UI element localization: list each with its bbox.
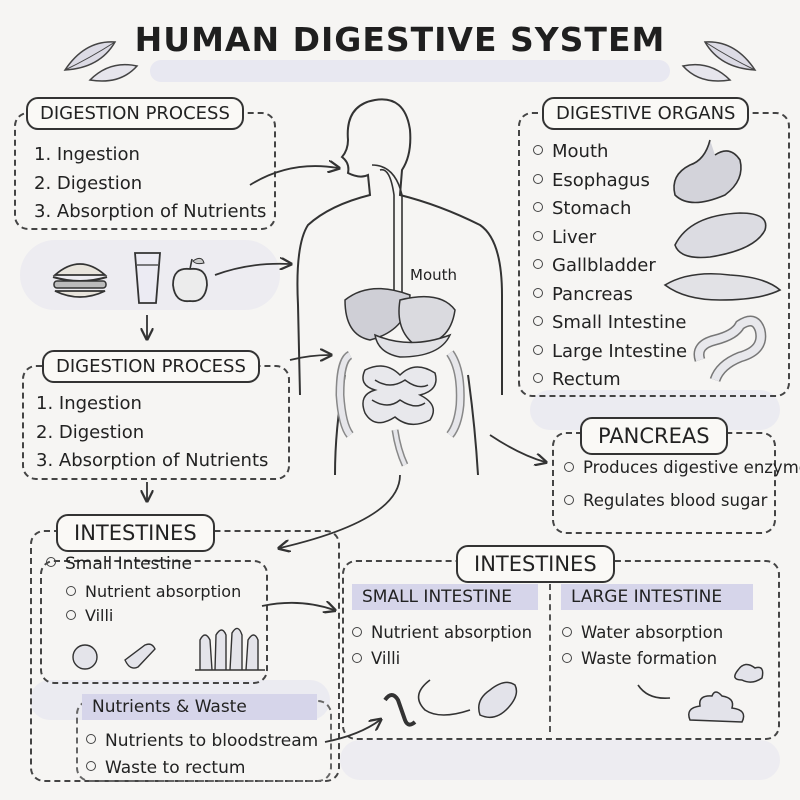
small-intestine-heading: SMALL INTESTINE	[352, 584, 538, 610]
mouth-label: Mouth	[410, 266, 458, 284]
arrow	[324, 720, 380, 743]
small-item: Nutrient absorption	[352, 620, 532, 646]
organ-sketches	[663, 139, 782, 383]
organ-item: Esophagus	[533, 167, 687, 196]
process-top-heading: DIGESTION PROCESS	[26, 97, 244, 130]
page-title: HUMAN DIGESTIVE SYSTEM	[134, 20, 666, 59]
nutrients-waste-list: Nutrients to bloodstream Waste to rectum	[86, 728, 318, 782]
wash	[340, 740, 780, 780]
large-item: Waste formation	[562, 646, 723, 672]
burger-icon	[52, 263, 108, 298]
villi-icon	[195, 627, 265, 671]
organs-list: Mouth Esophagus Stomach Liver Gallbladde…	[533, 138, 687, 395]
pancreas-icon	[663, 272, 782, 301]
intestine-right-sketches	[383, 663, 764, 727]
esophagus	[371, 164, 403, 305]
apple-icon	[172, 257, 208, 303]
nutrient-icon	[72, 644, 98, 670]
stomach-icon	[673, 139, 742, 204]
small-intestine-box	[40, 560, 268, 684]
nutrient-item: Nutrients to bloodstream	[86, 728, 318, 755]
arrow	[214, 264, 290, 276]
process-mid-heading: DIGESTION PROCESS	[42, 350, 260, 383]
step: 1. Ingestion	[34, 144, 140, 165]
arrow	[261, 603, 334, 610]
leaf-icon	[681, 41, 757, 82]
arrow	[249, 166, 338, 186]
process-top-list: 1. Ingestion 2. Digestion 3. Absorption …	[34, 141, 266, 227]
sub-item: Villi	[66, 604, 241, 628]
small-intestine-list: Nutrient absorption Villi	[352, 620, 532, 672]
capsule-icon	[124, 643, 156, 669]
large-item: Water absorption	[562, 620, 723, 646]
organ-item: Rectum	[533, 366, 687, 395]
arrow	[280, 474, 401, 548]
organ-item: Liver	[533, 224, 687, 253]
large-intestine-list: Water absorption Waste formation	[562, 620, 723, 672]
large-intestine-heading: LARGE INTESTINE	[561, 584, 753, 610]
small-intestine-label: Small Intestine	[46, 554, 192, 574]
glass-icon	[134, 252, 161, 304]
pancreas-item: Regulates blood sugar	[564, 490, 800, 511]
organs-heading: DIGESTIVE ORGANS	[542, 97, 750, 130]
step: 3. Absorption of Nutrients	[34, 201, 267, 222]
organ-item: Mouth	[533, 138, 687, 167]
pancreas-item: Produces digestive enzymes	[564, 457, 800, 478]
nutrient-item: Waste to rectum	[86, 755, 318, 782]
organ-item: Gallbladder	[533, 252, 687, 281]
sub-item: Nutrient absorption	[66, 580, 241, 604]
nutrients-waste-heading: Nutrients & Waste	[82, 694, 317, 720]
intestines-right-heading: INTESTINES	[456, 545, 615, 583]
divider	[549, 584, 551, 732]
intestines-left-heading: INTESTINES	[56, 514, 215, 552]
organ-item: Large Intestine	[533, 338, 687, 367]
body-illustration	[296, 98, 503, 476]
small-item: Villi	[352, 646, 532, 672]
arrow	[289, 355, 330, 360]
villi-squiggle-icon	[383, 693, 417, 727]
intestines-left-sublist: Nutrient absorption Villi	[66, 580, 241, 628]
wash	[150, 60, 670, 82]
head-outline	[296, 98, 503, 396]
arrow	[489, 434, 545, 462]
villi-sketch	[72, 627, 265, 671]
leaf-icon	[63, 41, 139, 82]
process-mid-list: 1. Ingestion 2. Digestion 3. Absorption …	[36, 390, 268, 476]
step: 2. Digestion	[36, 421, 145, 443]
pancreas-list: Produces digestive enzymes Regulates blo…	[564, 457, 800, 511]
step: 1. Ingestion	[36, 393, 142, 414]
organ-item: Pancreas	[533, 281, 687, 310]
stool-icon	[688, 691, 745, 723]
cloud-icon	[734, 663, 764, 683]
step: 2. Digestion	[34, 172, 143, 194]
bacteria-icon	[478, 681, 518, 719]
step: 3. Absorption of Nutrients	[36, 450, 269, 471]
pancreas-heading: PANCREAS	[580, 417, 728, 455]
organs	[335, 287, 465, 467]
organ-item: Stomach	[533, 195, 687, 224]
organ-item: Small Intestine	[533, 309, 687, 338]
food-illustration	[52, 252, 208, 304]
liver-icon	[674, 212, 767, 259]
